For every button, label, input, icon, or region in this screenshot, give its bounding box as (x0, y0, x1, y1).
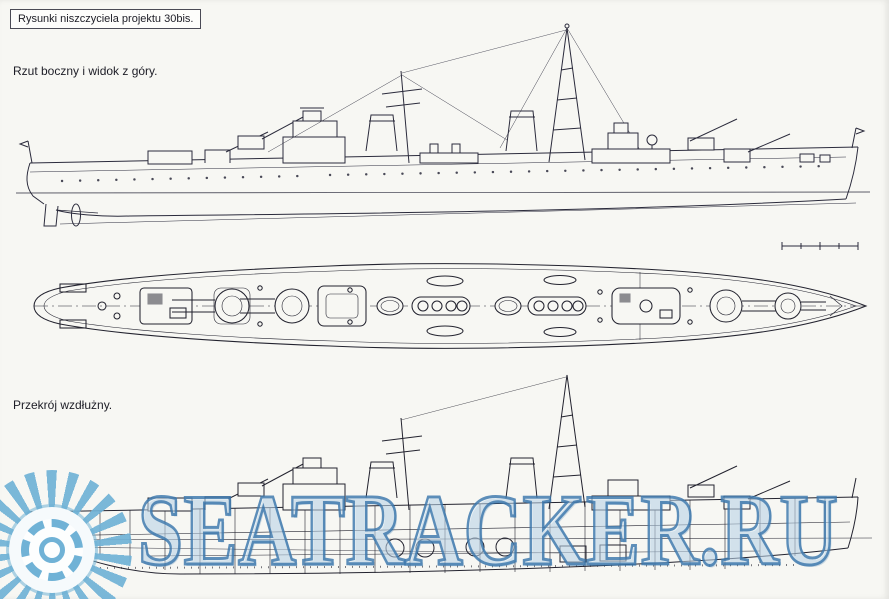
plan-view-drawing (33, 263, 868, 349)
label-side-and-plan-view: Rzut boczny i widok z góry. (13, 64, 158, 78)
section-view-drawing (13, 374, 873, 575)
label-longitudinal-section: Przekrój wzdłużny. (13, 398, 113, 412)
scale-bar (781, 242, 859, 250)
side-view-drawing (15, 23, 871, 227)
title-text: Rysunki niszczyciela projektu 30bis. (18, 13, 194, 25)
title-box: Rysunki niszczyciela projektu 30bis. (10, 9, 202, 29)
